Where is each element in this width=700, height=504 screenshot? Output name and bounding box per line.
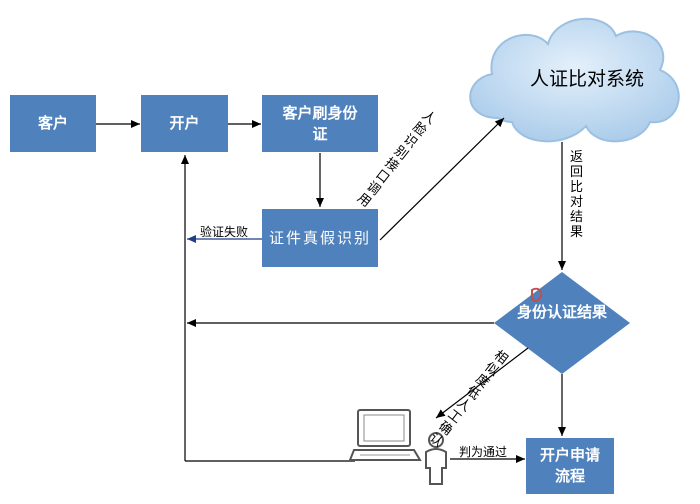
cloud-icon <box>469 17 680 143</box>
id-check-box: 证件真假识别 <box>262 209 378 267</box>
open-account-label: 开户 <box>169 114 200 132</box>
customer-box: 客户 <box>10 95 96 152</box>
system-label: 人证比对系统 <box>530 68 645 90</box>
edge-diamond-manual <box>435 347 529 419</box>
red-mark <box>530 287 543 302</box>
swipe-id-box: 客户刷身份证 <box>262 95 378 152</box>
open-account-box: 开户 <box>141 95 228 152</box>
swipe-id-label: 客户刷身份证 <box>282 103 358 143</box>
judged-pass-label: 判为通过 <box>459 445 508 459</box>
id-check-label: 证件真假识别 <box>268 228 371 247</box>
process-box: 开户申请流程 <box>526 438 614 494</box>
process-label: 开户申请流程 <box>540 446 601 485</box>
computer-icon <box>348 409 422 461</box>
person-icon <box>425 432 447 485</box>
customer-label: 客户 <box>37 114 68 132</box>
edge-check-cloud <box>379 117 505 241</box>
verify-fail-label: 验证失败 <box>200 225 249 239</box>
return-result-label: 返回比对结果 <box>570 150 584 240</box>
result-label: 身份认证结果 <box>516 303 607 321</box>
